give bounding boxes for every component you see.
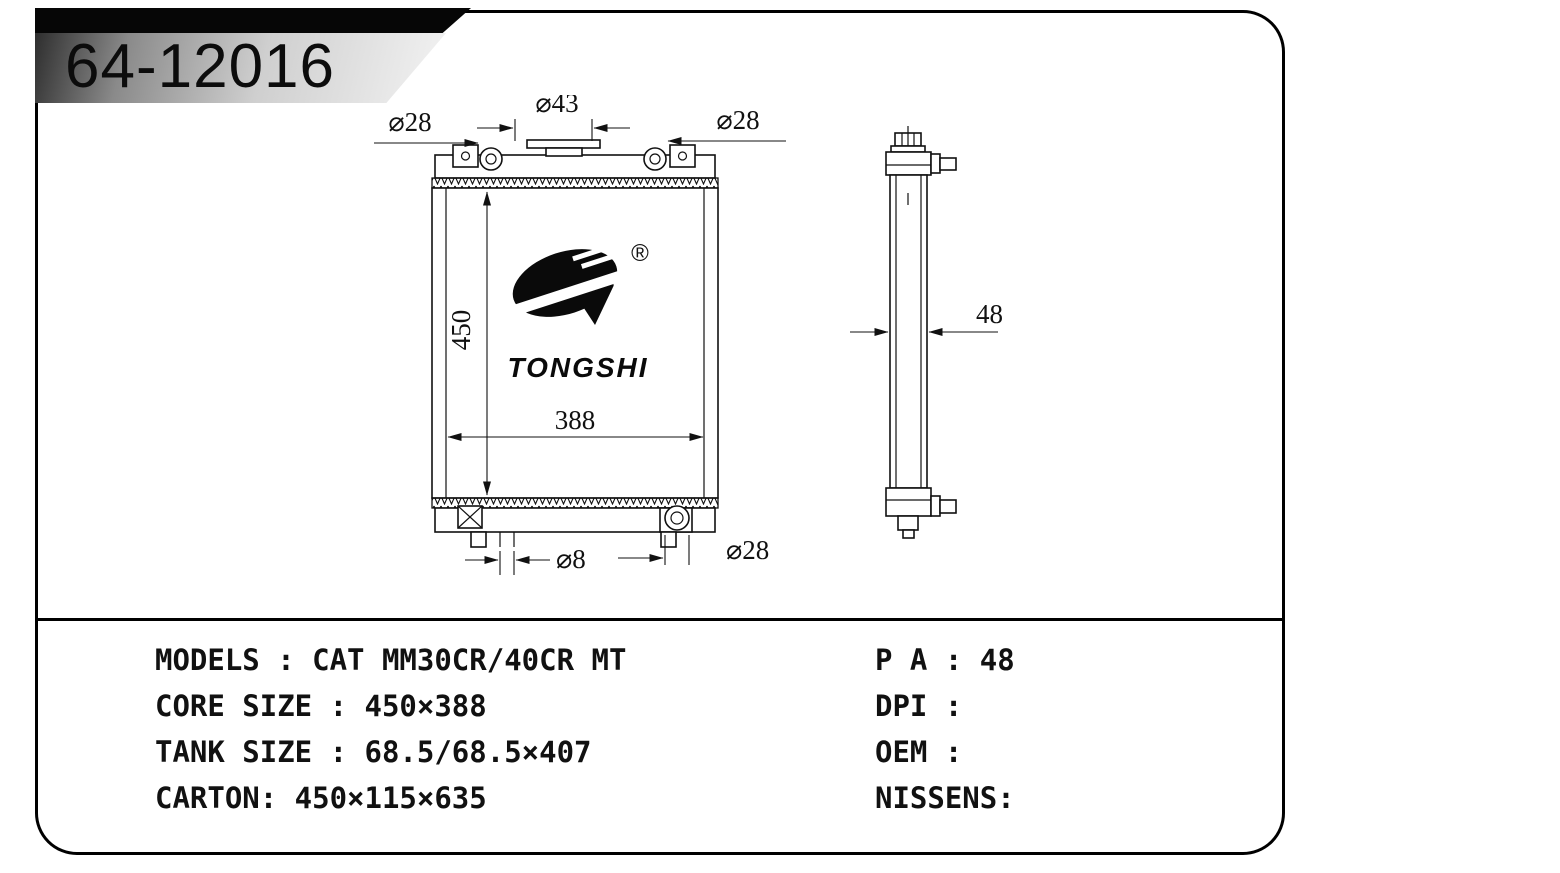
side-cap-plate [890,145,926,153]
spec-models: MODELS : CAT MM30CR/40CR MT [155,643,627,677]
brand-name: TONGSHI [507,352,648,383]
radiator-side-view [885,126,957,539]
dim-side-thickness: 48 [976,299,1003,329]
spec-table-left: MODELS : CAT MM30CR/40CR MT CORE SIZE : … [155,637,626,821]
top-left-port [479,147,503,171]
side-bottom-tank [885,487,932,517]
top-left-bracket-hole [460,151,471,161]
spec-dpi: DPI : [875,689,963,723]
radiator-technical-drawing: ® TONGSHI 450 388 ⌀28 ⌀43 ⌀28 ⌀8 [374,95,1003,575]
side-view-dimension: 48 [850,299,1003,336]
top-right-bracket [669,144,696,168]
dim-top-right-port: ⌀28 [716,105,759,135]
banner-top-strip [35,8,471,33]
side-foot-tip [902,529,915,539]
dim-filler-cap: ⌀43 [535,95,578,118]
side-top-outlet [939,157,957,171]
dim-core-height: 450 [446,310,476,351]
dim-bottom-right-port: ⌀28 [726,535,769,565]
bottom-right-port [664,505,690,531]
logo-arrow [578,285,614,325]
right-leg [660,531,677,548]
radiator-front-view [431,139,719,548]
spec-pa: P A : 48 [875,643,1015,677]
side-foot [897,515,919,531]
spec-nissens: NISSENS: [875,781,1015,815]
front-view-dimensions: 450 388 ⌀28 ⌀43 ⌀28 ⌀8 ⌀28 [374,95,786,575]
tongshi-logo: ® TONGSHI [504,240,649,383]
side-top-tank [885,151,932,176]
logo-swoosh [504,267,632,319]
registered-trademark-icon: ® [631,240,649,267]
filler-cap [526,139,601,149]
filler-neck [545,147,583,157]
part-number-banner: 64-12016 [35,33,446,103]
part-number: 64-12016 [65,32,336,101]
top-right-bracket-hole [677,151,688,161]
top-left-bracket [452,144,479,168]
top-right-port-bore [649,153,661,165]
spec-tank-size: TANK SIZE : 68.5/68.5×407 [155,735,592,769]
logo-speedline [572,241,620,262]
core [431,187,719,499]
spec-table-right: P A : 48 DPI : OEM : NISSENS: [875,637,1015,821]
side-top-outlet-flange [930,153,941,174]
dim-top-left-port: ⌀28 [388,107,431,137]
logo-speedline [580,249,627,269]
spec-oem: OEM : [875,735,963,769]
dim-drain: ⌀8 [556,544,586,574]
side-bottom-outlet [939,499,957,514]
top-left-port-bore [485,153,497,165]
spec-carton: CARTON: 450×115×635 [155,781,487,815]
section-divider [37,618,1283,621]
top-header-fins [431,177,719,189]
left-leg [470,531,487,548]
spec-core-size: CORE SIZE : 450×388 [155,689,487,723]
top-right-port [643,147,667,171]
dim-core-width: 388 [555,405,596,435]
bottom-right-port-bore [670,511,684,525]
side-bottom-outlet-flange [930,495,941,517]
